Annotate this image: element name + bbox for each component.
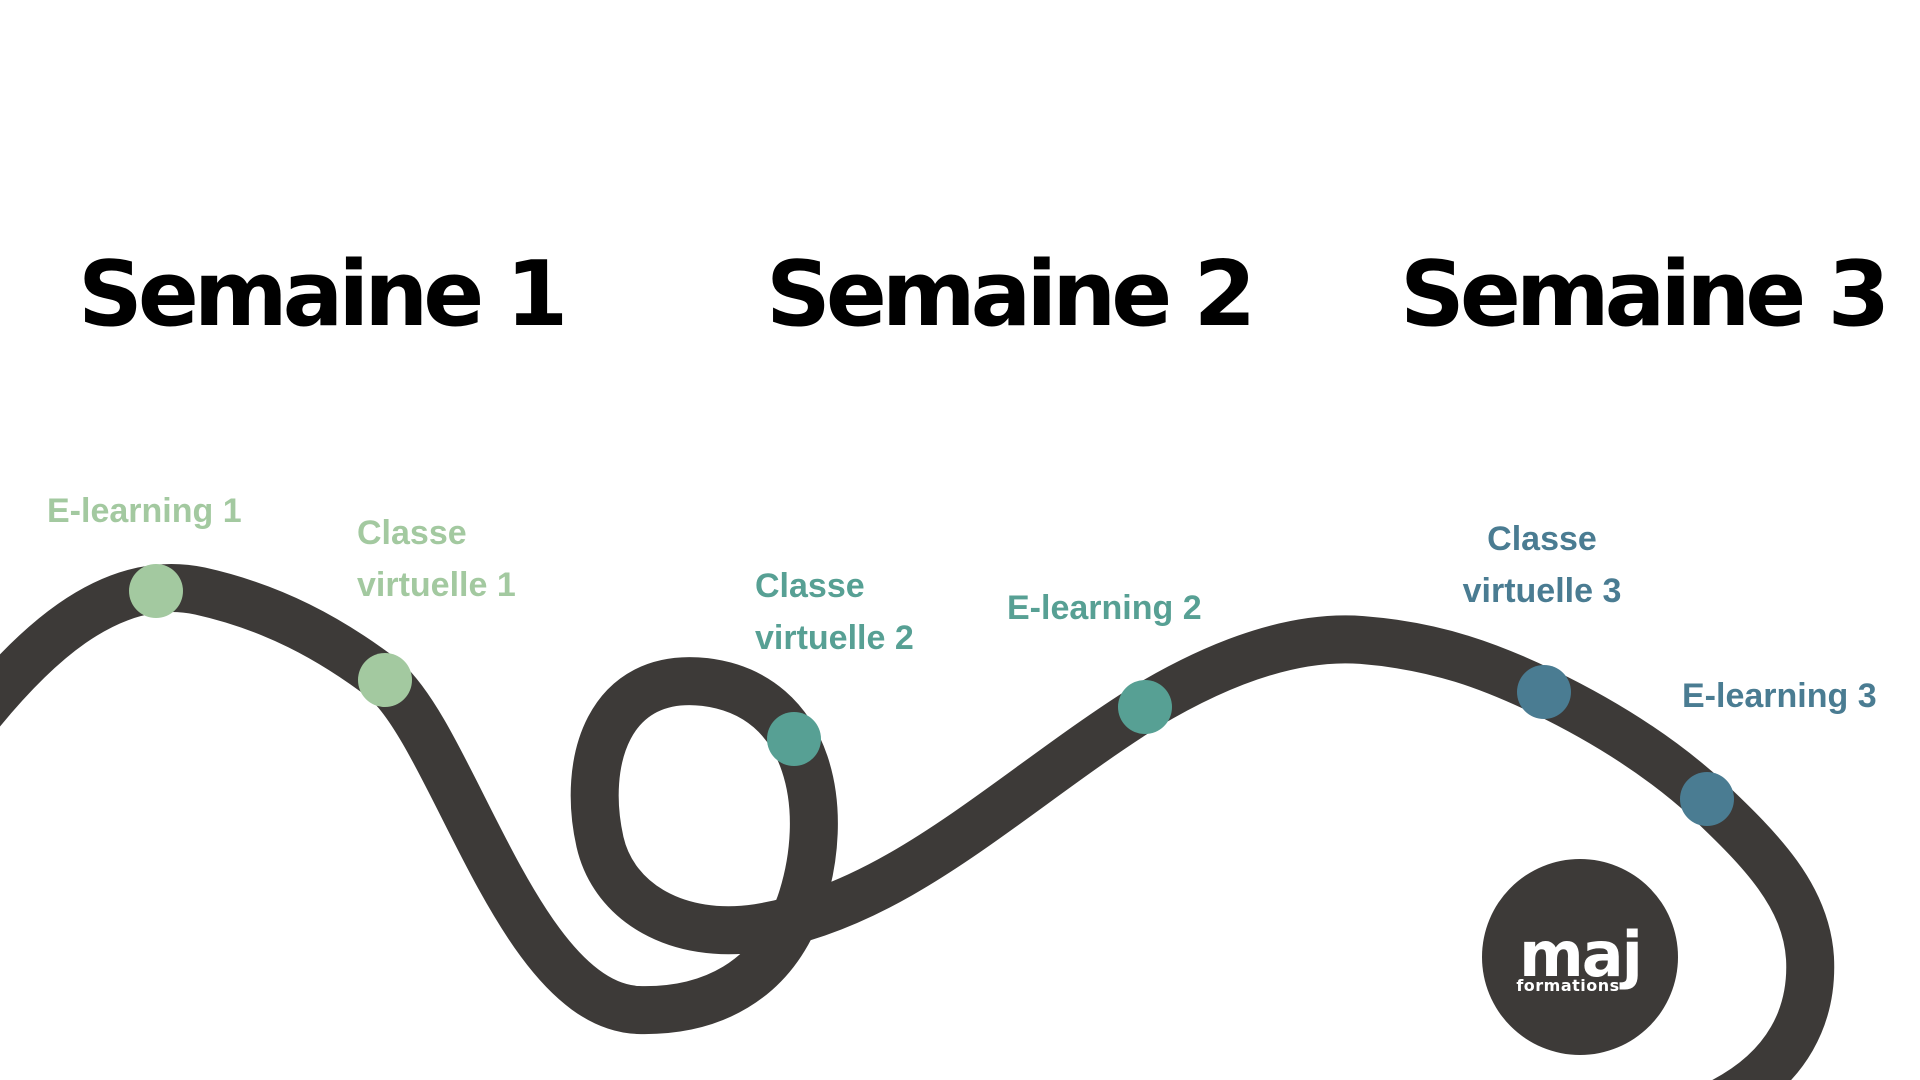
milestone-label-elearning-1: E-learning 1	[47, 492, 242, 530]
label-line: virtuelle 3	[1462, 572, 1622, 610]
milestone-label-elearning-3: E-learning 3	[1682, 677, 1877, 715]
milestone-dot-classe-virtuelle-3	[1517, 665, 1571, 719]
milestone-label-classe-virtuelle-3: Classe virtuelle 3	[1342, 513, 1742, 617]
week-title-1: Semaine 1	[78, 242, 568, 347]
milestone-dot-elearning-1	[129, 564, 183, 618]
label-line: virtuelle 1	[357, 566, 516, 604]
milestone-dot-classe-virtuelle-1	[358, 653, 412, 707]
brand-logo: maj formations	[1482, 859, 1678, 1055]
label-line: Classe	[755, 567, 865, 605]
milestone-dot-elearning-3	[1680, 772, 1734, 826]
milestone-label-classe-virtuelle-2: Classe virtuelle 2	[755, 560, 914, 664]
week-title-2: Semaine 2	[766, 242, 1256, 347]
label-line: Classe	[357, 514, 467, 552]
milestone-label-classe-virtuelle-1: Classe virtuelle 1	[357, 507, 516, 611]
label-line: virtuelle 2	[755, 619, 914, 657]
brand-logo-subtext: formations	[1516, 976, 1620, 995]
week-title-3: Semaine 3	[1400, 242, 1890, 347]
label-line: Classe	[1487, 520, 1597, 558]
milestone-label-elearning-2: E-learning 2	[1007, 589, 1202, 627]
milestone-dot-elearning-2	[1118, 680, 1172, 734]
milestone-dot-classe-virtuelle-2	[767, 712, 821, 766]
brand-logo-wordmark: maj	[1519, 918, 1643, 991]
